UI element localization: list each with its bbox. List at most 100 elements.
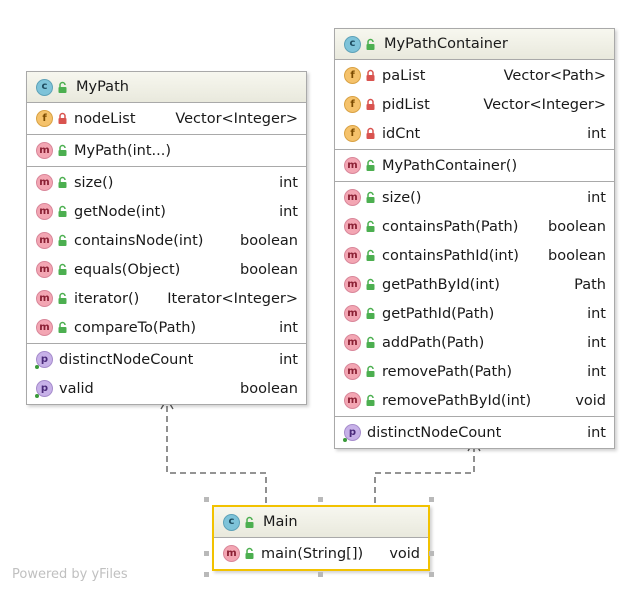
member-type: Iterator<Integer> <box>167 290 298 307</box>
member-type: int <box>279 174 298 191</box>
member-name: compareTo(Path) <box>74 319 197 336</box>
field-icon: f <box>344 67 361 84</box>
private-lock-icon <box>365 69 376 82</box>
selection-handle[interactable] <box>429 497 434 502</box>
field-icon: f <box>36 110 53 127</box>
member-type: int <box>587 363 606 380</box>
class-header[interactable]: c Main <box>214 507 428 538</box>
method-icon: m <box>36 290 53 307</box>
member-type: int <box>279 203 298 220</box>
selection-handle[interactable] <box>318 572 323 577</box>
member-name: nodeList <box>74 110 136 127</box>
member-name: containsPathId(int) <box>382 247 519 264</box>
private-lock-icon <box>365 127 376 140</box>
member-type: void <box>389 545 420 562</box>
member-name: removePathById(int) <box>382 392 532 409</box>
selection-handle[interactable] <box>204 551 209 556</box>
method-icon: m <box>344 218 361 235</box>
public-lock-icon <box>57 321 68 334</box>
member-type: boolean <box>240 380 298 397</box>
member-type: int <box>587 334 606 351</box>
property-icon: p <box>343 424 361 442</box>
member-type: Path <box>574 276 606 293</box>
method-icon: m <box>36 319 53 336</box>
class-name: MyPath <box>76 79 129 95</box>
class-header[interactable]: c MyPath <box>27 72 306 103</box>
public-lock-icon <box>57 81 68 94</box>
member-name: size() <box>74 174 114 191</box>
edge-main-to-mypathcontainer <box>374 442 475 503</box>
method-icon: m <box>36 261 53 278</box>
selection-handle[interactable] <box>429 572 434 577</box>
public-lock-icon <box>57 205 68 218</box>
public-lock-icon <box>365 38 376 51</box>
member-type: boolean <box>240 232 298 249</box>
method-icon: m <box>344 392 361 409</box>
method-icon: m <box>344 157 361 174</box>
public-lock-icon <box>244 547 255 560</box>
member-name: idCnt <box>382 125 421 142</box>
member-type: int <box>587 305 606 322</box>
private-lock-icon <box>365 98 376 111</box>
class-icon: c <box>36 78 53 96</box>
method-row[interactable]: m size() int <box>27 168 306 197</box>
class-name: Main <box>263 514 298 530</box>
member-type: boolean <box>548 247 606 264</box>
member-name: getNode(int) <box>74 203 166 220</box>
member-name: containsPath(Path) <box>382 218 519 235</box>
member-type: boolean <box>240 261 298 278</box>
method-icon: m <box>36 174 53 191</box>
member-type: Vector<Integer> <box>483 96 606 113</box>
private-lock-icon <box>57 112 68 125</box>
method-icon: m <box>344 189 361 206</box>
member-name: addPath(Path) <box>382 334 485 351</box>
class-icon: c <box>223 513 240 531</box>
field-icon: f <box>344 96 361 113</box>
selection-handle[interactable] <box>318 497 323 502</box>
public-lock-icon <box>365 307 376 320</box>
public-lock-icon <box>57 144 68 157</box>
selection-handle[interactable] <box>429 551 434 556</box>
member-name: distinctNodeCount <box>367 424 502 441</box>
member-name: distinctNodeCount <box>59 351 194 368</box>
method-icon: m <box>344 276 361 293</box>
public-lock-icon <box>365 249 376 262</box>
method-icon: m <box>36 142 53 159</box>
selection-handle[interactable] <box>204 497 209 502</box>
public-lock-icon <box>57 234 68 247</box>
class-icon: c <box>344 35 361 53</box>
public-lock-icon <box>365 278 376 291</box>
selection-handle[interactable] <box>204 572 209 577</box>
